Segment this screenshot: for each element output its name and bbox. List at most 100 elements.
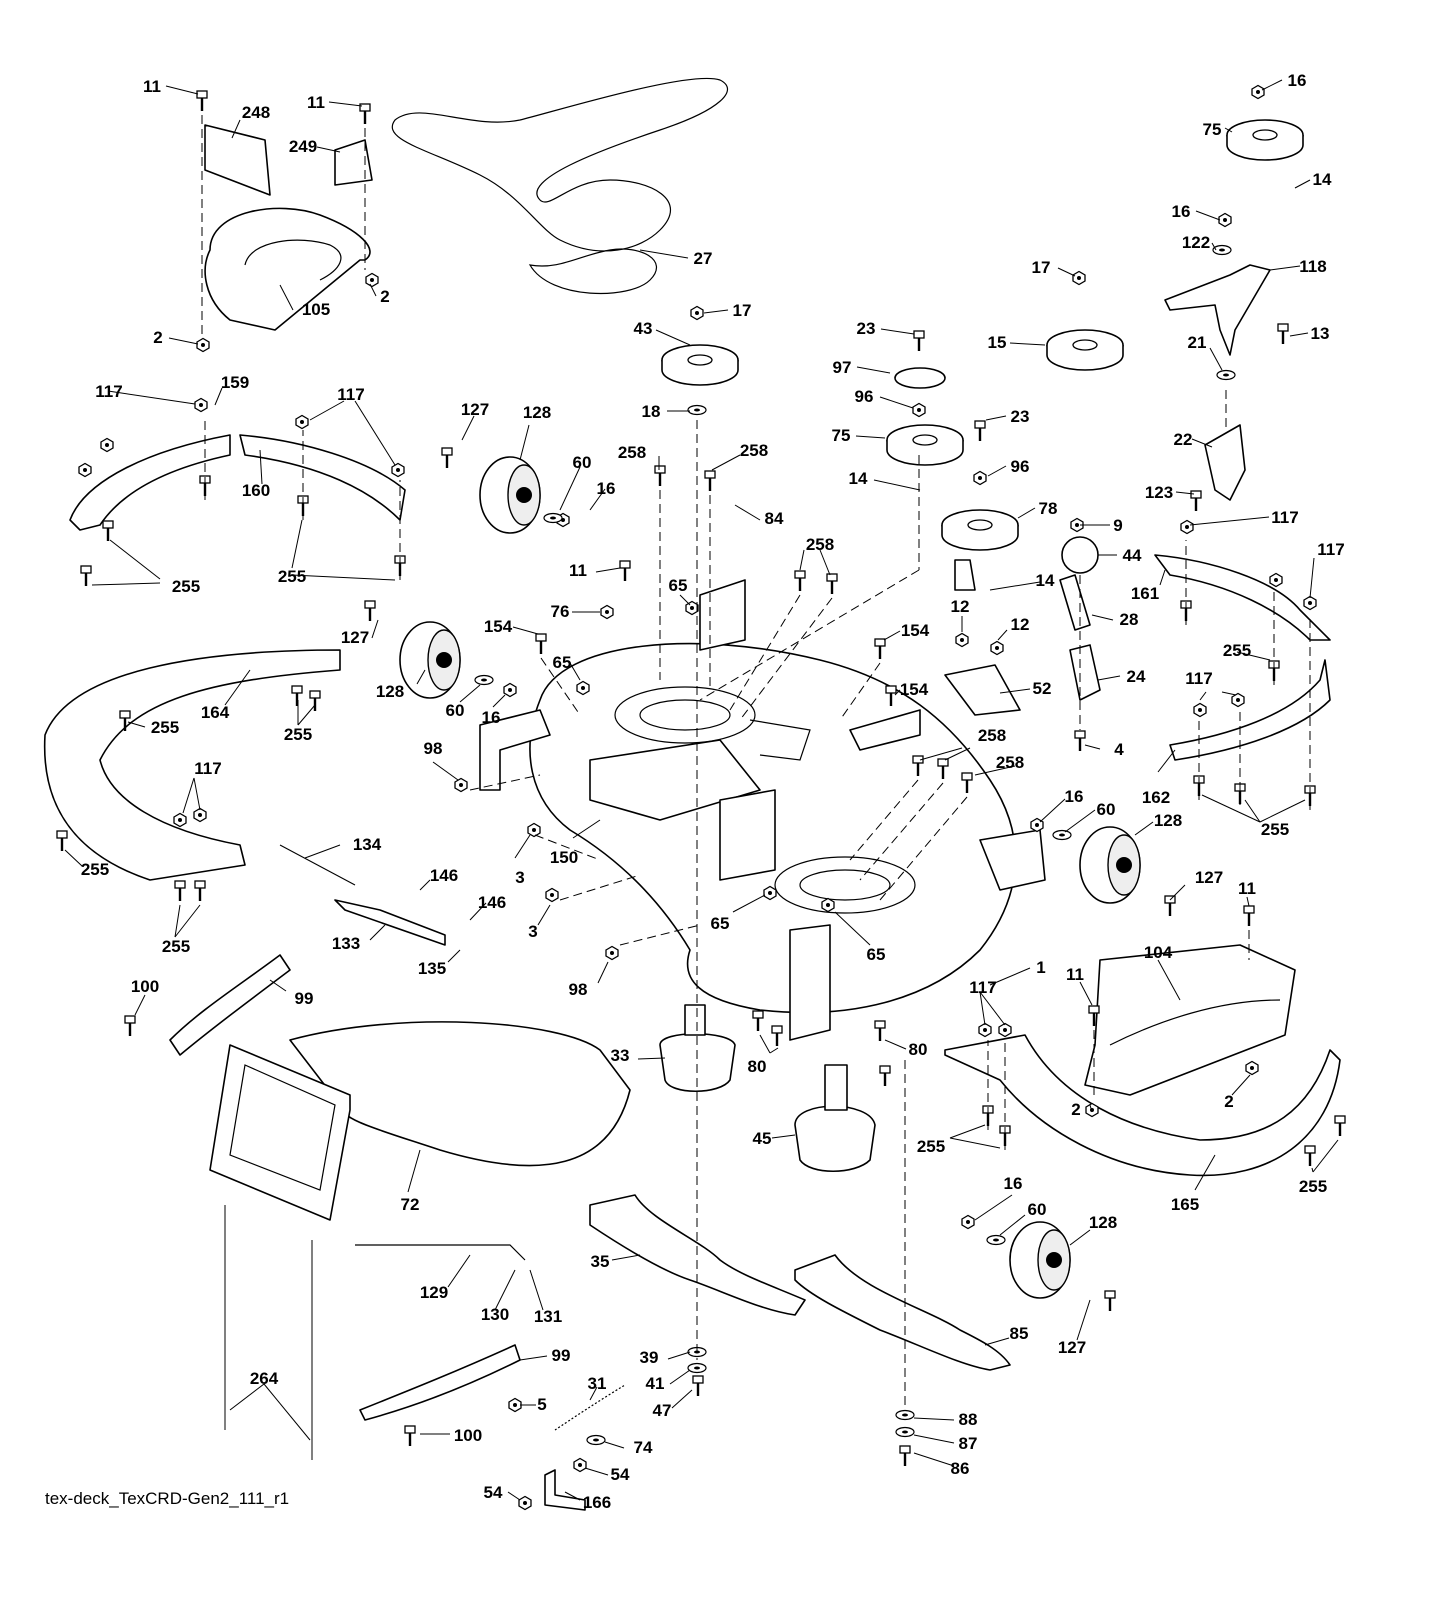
callout-43: 43 <box>634 319 653 338</box>
callout-255: 255 <box>1223 641 1251 660</box>
callout-16: 16 <box>1004 1174 1023 1193</box>
callout-14: 14 <box>1036 571 1055 590</box>
callout-1: 1 <box>1036 958 1045 977</box>
callout-80: 80 <box>909 1040 928 1059</box>
callout-65: 65 <box>867 945 886 964</box>
callout-16: 16 <box>1065 787 1084 806</box>
callout-3: 3 <box>528 922 537 941</box>
callout-16: 16 <box>1288 71 1307 90</box>
callout-248: 248 <box>242 103 270 122</box>
callout-31: 31 <box>588 1374 607 1393</box>
callout-60: 60 <box>446 701 465 720</box>
callout-264: 264 <box>250 1369 279 1388</box>
callout-76: 76 <box>551 602 570 621</box>
callout-78: 78 <box>1039 499 1058 518</box>
callout-41: 41 <box>646 1374 665 1393</box>
callout-258: 258 <box>806 535 834 554</box>
callout-105: 105 <box>302 300 330 319</box>
callout-14: 14 <box>849 469 868 488</box>
callout-65: 65 <box>711 914 730 933</box>
callout-117: 117 <box>95 382 122 401</box>
callout-12: 12 <box>951 597 970 616</box>
callout-123: 123 <box>1145 483 1173 502</box>
callout-128: 128 <box>376 682 404 701</box>
callout-249: 249 <box>289 137 317 156</box>
callout-164: 164 <box>201 703 230 722</box>
callout-154: 154 <box>900 680 929 699</box>
callout-5: 5 <box>537 1395 546 1414</box>
callout-117: 117 <box>1317 540 1344 559</box>
callout-127: 127 <box>1058 1338 1086 1357</box>
callout-255: 255 <box>162 937 190 956</box>
callout-255: 255 <box>172 577 200 596</box>
callout-12: 12 <box>1011 615 1030 634</box>
callout-162: 162 <box>1142 788 1170 807</box>
callout-255: 255 <box>151 718 179 737</box>
callout-96: 96 <box>1011 457 1030 476</box>
callout-labels: 1124811249271052216751416122118132117151… <box>81 71 1345 1512</box>
callout-133: 133 <box>332 934 360 953</box>
callout-129: 129 <box>420 1283 448 1302</box>
callout-255: 255 <box>1261 820 1289 839</box>
callout-11: 11 <box>307 93 325 112</box>
callout-2: 2 <box>380 287 389 306</box>
callout-24: 24 <box>1127 667 1146 686</box>
callout-96: 96 <box>855 387 874 406</box>
callout-14: 14 <box>1313 170 1332 189</box>
callout-166: 166 <box>583 1493 611 1512</box>
callout-45: 45 <box>753 1129 772 1148</box>
callout-154: 154 <box>484 617 513 636</box>
callout-154: 154 <box>901 621 930 640</box>
callout-21: 21 <box>1188 333 1207 352</box>
callout-258: 258 <box>978 726 1006 745</box>
callout-122: 122 <box>1182 233 1210 252</box>
callout-255: 255 <box>278 567 306 586</box>
callout-2: 2 <box>1224 1092 1233 1111</box>
callout-104: 104 <box>1144 943 1173 962</box>
callout-255: 255 <box>1299 1177 1327 1196</box>
callout-98: 98 <box>424 739 443 758</box>
callout-258: 258 <box>996 753 1024 772</box>
callout-134: 134 <box>353 835 382 854</box>
callout-131: 131 <box>534 1307 562 1326</box>
callout-4: 4 <box>1114 740 1124 759</box>
callout-2: 2 <box>153 328 162 347</box>
callout-255: 255 <box>81 860 109 879</box>
callout-11: 11 <box>143 77 161 96</box>
callout-99: 99 <box>552 1346 571 1365</box>
callout-127: 127 <box>1195 868 1223 887</box>
callout-74: 74 <box>634 1438 653 1457</box>
callout-17: 17 <box>733 301 752 320</box>
callout-23: 23 <box>857 319 876 338</box>
callout-80: 80 <box>748 1057 767 1076</box>
callout-146: 146 <box>430 866 458 885</box>
callout-255: 255 <box>917 1137 945 1156</box>
callout-54: 54 <box>484 1483 503 1502</box>
callout-258: 258 <box>740 441 768 460</box>
callout-87: 87 <box>959 1434 978 1453</box>
callout-65: 65 <box>669 576 688 595</box>
callout-60: 60 <box>1097 800 1116 819</box>
callout-33: 33 <box>611 1046 630 1065</box>
callout-160: 160 <box>242 481 270 500</box>
callout-28: 28 <box>1120 610 1139 629</box>
callout-117: 117 <box>1271 508 1298 527</box>
callout-65: 65 <box>553 653 572 672</box>
callout-258: 258 <box>618 443 646 462</box>
callout-27: 27 <box>694 249 713 268</box>
callout-127: 127 <box>341 628 369 647</box>
callout-75: 75 <box>1203 120 1222 139</box>
callout-128: 128 <box>1089 1213 1117 1232</box>
callout-16: 16 <box>1172 202 1191 221</box>
callout-97: 97 <box>833 358 852 377</box>
callout-23: 23 <box>1011 407 1030 426</box>
callout-117: 117 <box>194 759 221 778</box>
callout-127: 127 <box>461 400 489 419</box>
callout-84: 84 <box>765 509 784 528</box>
callout-88: 88 <box>959 1410 978 1429</box>
callout-60: 60 <box>573 453 592 472</box>
callout-44: 44 <box>1123 546 1142 565</box>
callout-11: 11 <box>569 561 587 580</box>
callout-128: 128 <box>1154 811 1182 830</box>
callout-117: 117 <box>337 385 364 404</box>
